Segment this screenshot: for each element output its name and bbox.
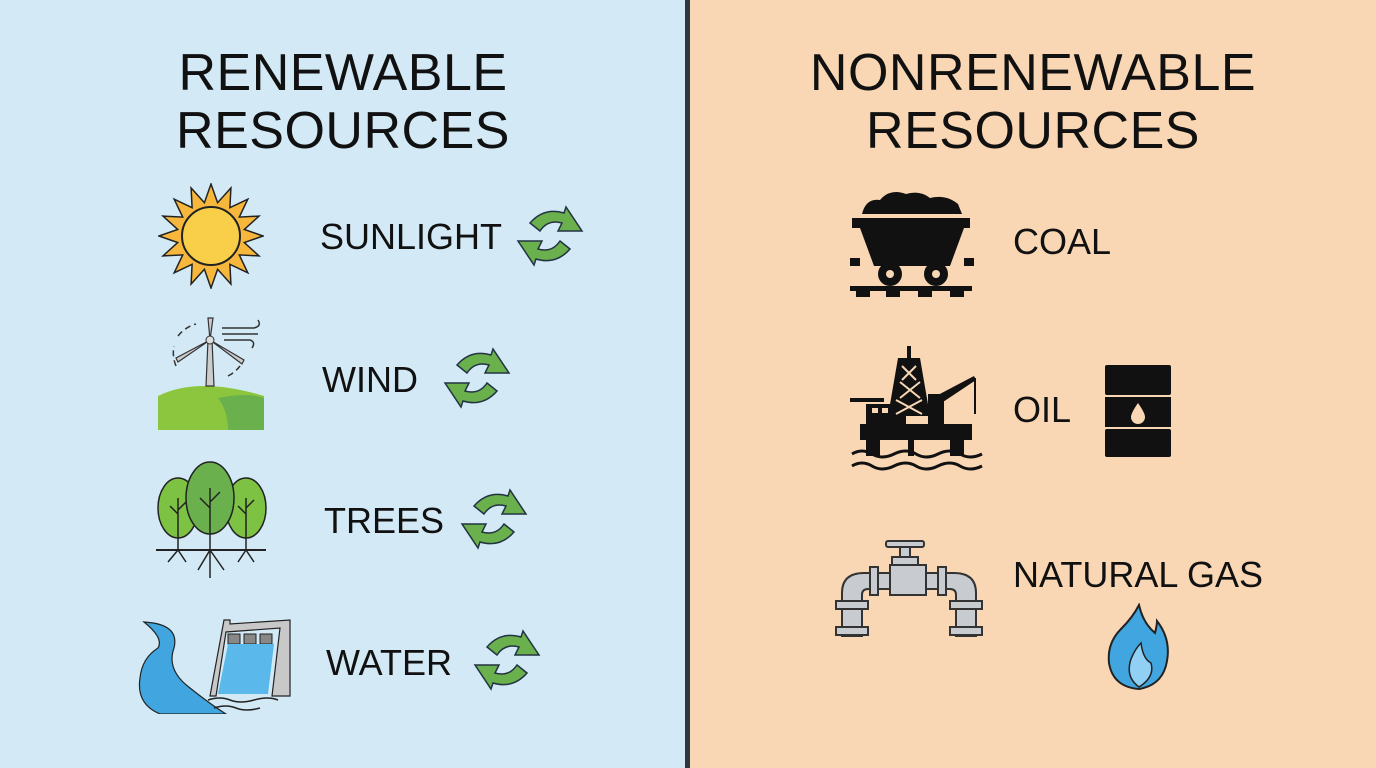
item-label-wind: WIND (322, 359, 418, 400)
recycle-icon[interactable] (437, 345, 517, 411)
title-line: RENEWABLE (178, 44, 508, 102)
trees-icon (156, 461, 267, 578)
gas-pipe-icon (835, 540, 983, 637)
item-label-natural-gas: NATURAL GAS (1013, 554, 1264, 595)
oil-barrel-icon (1105, 365, 1171, 457)
recycle-icon[interactable] (454, 486, 534, 552)
nonrenewable-title: NONRENEWABLE RESOURCES (690, 44, 1376, 160)
sun-icon (158, 183, 264, 289)
item-label-trees: TREES (324, 500, 445, 541)
renewable-panel: RENEWABLE RESOURCES (0, 0, 686, 768)
item-label-coal: COAL (1013, 221, 1112, 262)
coal-cart-icon (850, 192, 974, 297)
recycle-icon[interactable] (467, 627, 547, 693)
recycle-icon[interactable] (510, 203, 590, 269)
title-line: RESOURCES (176, 102, 510, 160)
renewable-title: RENEWABLE RESOURCES (0, 44, 686, 160)
item-label-oil: OIL (1013, 389, 1072, 430)
item-label-sunlight: SUNLIGHT (320, 216, 503, 257)
river-dam-icon (138, 619, 291, 714)
title-line: NONRENEWABLE (809, 44, 1257, 102)
oil-rig-icon (850, 346, 983, 471)
title-line: RESOURCES (866, 102, 1200, 160)
divider (685, 0, 690, 768)
flame-icon (1107, 603, 1169, 691)
nonrenewable-panel: NONRENEWABLE RESOURCES (690, 0, 1376, 768)
wind-turbine-icon (158, 317, 264, 430)
item-label-water: WATER (326, 642, 452, 683)
